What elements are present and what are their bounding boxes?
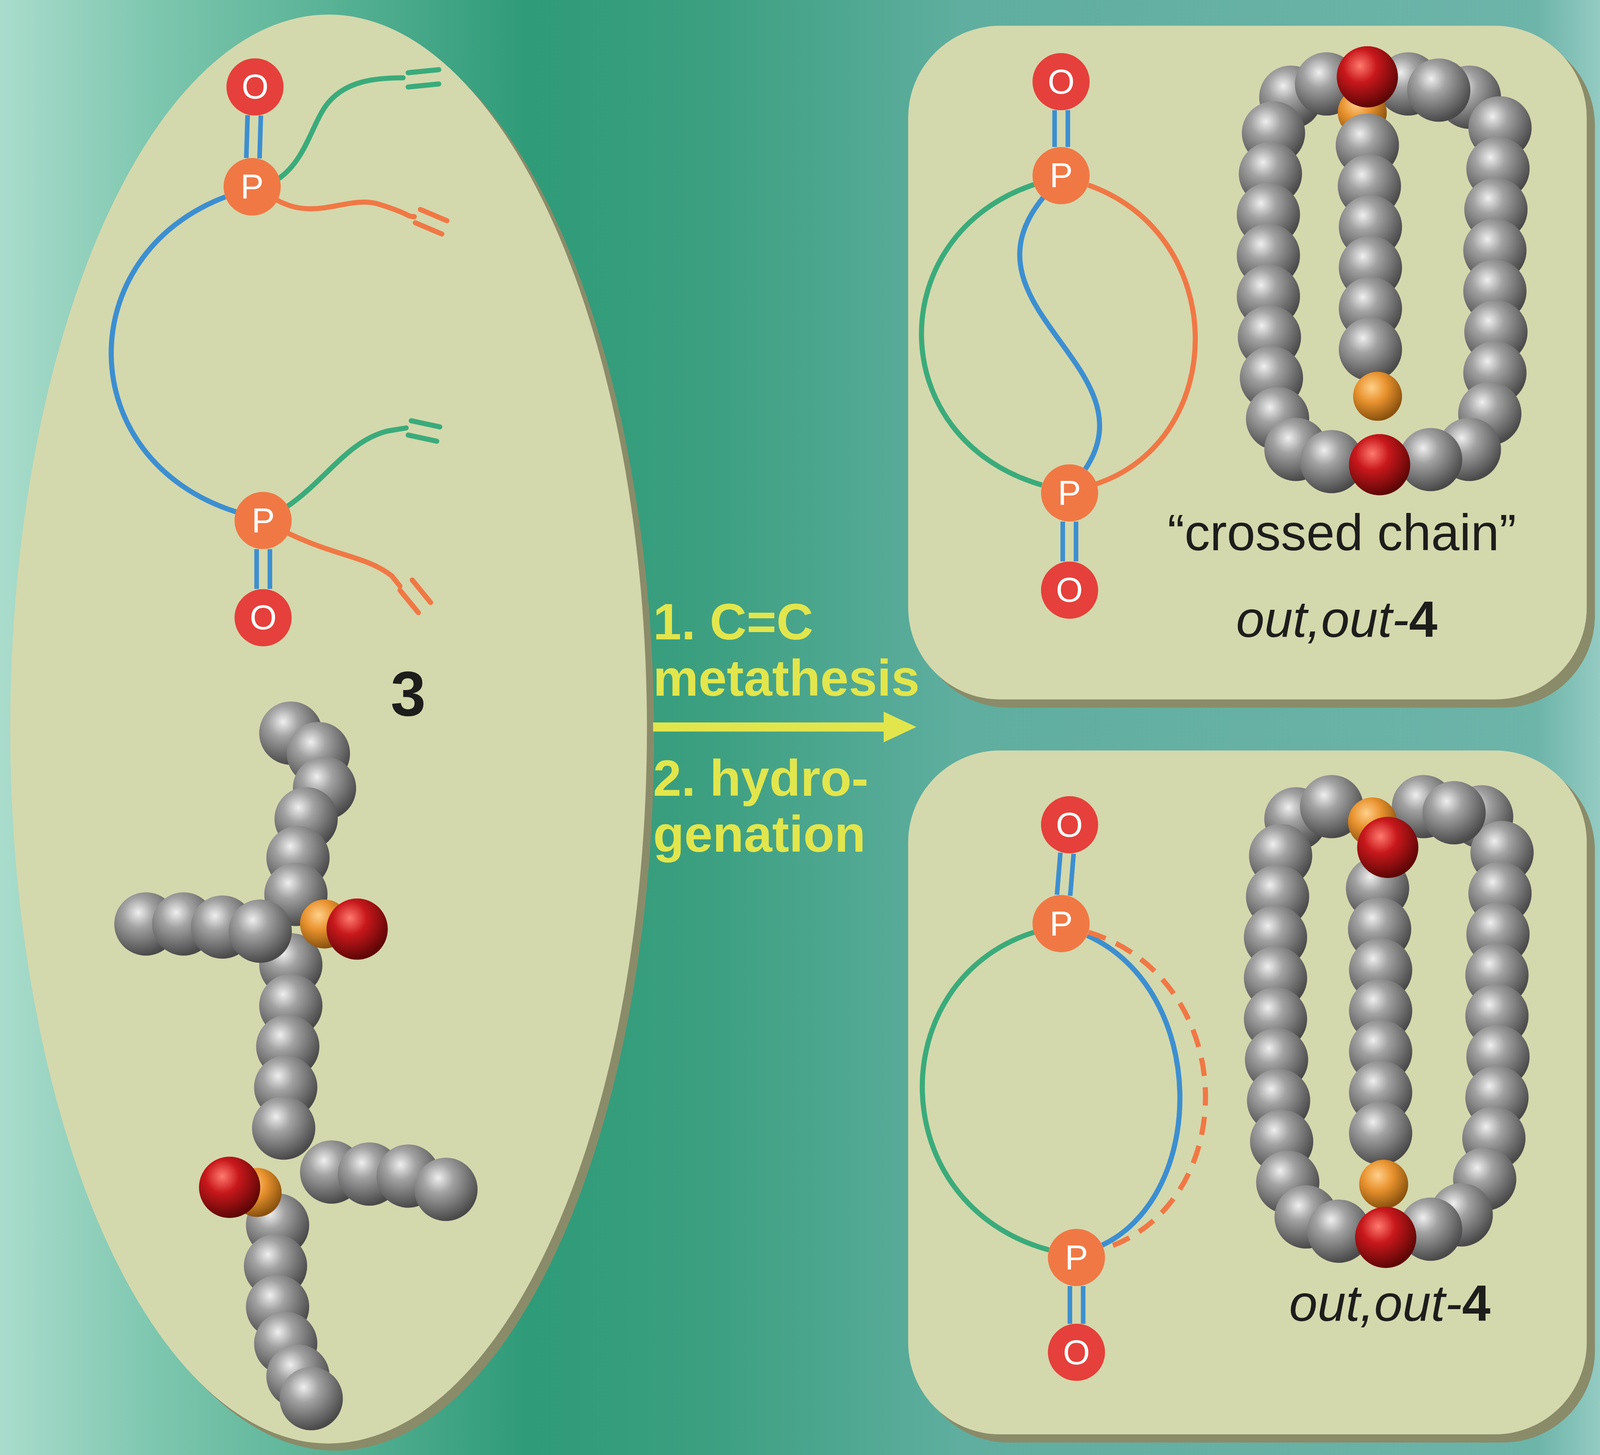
bond-line bbox=[1073, 521, 1079, 562]
chain-line bbox=[1088, 185, 1195, 485]
carbon-chain bbox=[111, 196, 237, 512]
phosphorus-atom: P bbox=[1032, 147, 1090, 205]
atom-symbol: O bbox=[1056, 807, 1084, 843]
panel-ground bbox=[908, 750, 1587, 1434]
bond-line bbox=[1052, 110, 1057, 148]
product-panel: “crossed chain” out,out-4 O P P O bbox=[908, 25, 1587, 700]
atom-symbol: O bbox=[241, 69, 269, 105]
bond-line bbox=[254, 548, 259, 589]
double-bond bbox=[412, 579, 431, 602]
double-bond bbox=[1062, 521, 1077, 562]
atom-symbol: P bbox=[240, 169, 264, 205]
oxygen-atom bbox=[1336, 46, 1398, 108]
bond-line bbox=[1067, 1285, 1073, 1324]
chain-line bbox=[1019, 197, 1100, 470]
panel-ground bbox=[10, 14, 647, 1444]
caption-text: out,out-4 bbox=[1235, 591, 1438, 648]
oxygen-atom bbox=[1356, 816, 1419, 878]
compound-number: 4 bbox=[1409, 590, 1438, 648]
carbon-atom bbox=[1338, 317, 1402, 381]
double-bond bbox=[1069, 1285, 1084, 1324]
arrow-head bbox=[883, 711, 917, 743]
carbon-atom bbox=[279, 1366, 343, 1430]
carbon-atom bbox=[1407, 58, 1471, 122]
double-bond bbox=[1056, 852, 1074, 896]
reaction-condition: 1. C=C metathesis bbox=[652, 593, 937, 707]
oxygen-atom bbox=[326, 898, 388, 960]
phosphorus-atom bbox=[1352, 371, 1402, 421]
double-bond bbox=[400, 590, 419, 613]
caption-text: “crossed chain” bbox=[1167, 504, 1517, 562]
oxygen-atom bbox=[1348, 433, 1411, 495]
atom-symbol: P bbox=[251, 503, 275, 538]
compound-panel: 3 O P P O bbox=[10, 15, 648, 1445]
carbon-chain bbox=[1088, 185, 1195, 485]
bond-line bbox=[1065, 110, 1071, 148]
phosphorus-atom bbox=[1358, 1159, 1408, 1209]
carbon-atom bbox=[1422, 780, 1486, 845]
carbon-chain bbox=[922, 932, 1050, 1250]
chain bbox=[273, 77, 404, 182]
phosphorus-atom: P bbox=[1032, 894, 1090, 952]
bond-line bbox=[1070, 853, 1074, 896]
atom-symbol: P bbox=[1064, 1239, 1088, 1275]
double-bond bbox=[415, 222, 442, 235]
double-bond bbox=[420, 209, 447, 221]
carbon-atom bbox=[414, 1157, 478, 1221]
chain bbox=[285, 427, 406, 508]
carbon-atom bbox=[251, 1096, 316, 1160]
carbon-atom bbox=[1348, 1101, 1413, 1165]
atom-symbol: P bbox=[1049, 906, 1073, 941]
carbon-chain bbox=[1088, 932, 1206, 1249]
compound-number: 4 bbox=[1462, 1274, 1491, 1332]
oxygen-atom bbox=[198, 1156, 261, 1218]
oxygen-atom: O bbox=[1041, 795, 1099, 854]
atom-symbol: O bbox=[1062, 1334, 1091, 1370]
bond-line bbox=[1080, 1285, 1086, 1324]
phosphorus-atom: P bbox=[1047, 1228, 1106, 1286]
atom-symbol: P bbox=[1049, 157, 1073, 193]
oxygen-atom bbox=[1354, 1206, 1417, 1268]
atom-symbol: O bbox=[249, 599, 278, 635]
phosphorus-atom: P bbox=[223, 157, 281, 216]
carbon-chain bbox=[1019, 197, 1100, 470]
panel-ground bbox=[908, 25, 1587, 700]
oxygen-atom: O bbox=[226, 58, 284, 116]
atom-symbol: O bbox=[1056, 572, 1084, 608]
reaction-arrow bbox=[652, 722, 890, 732]
oxygen-atom: O bbox=[1041, 561, 1099, 619]
chain-line bbox=[1088, 932, 1206, 1249]
double-bond bbox=[1054, 110, 1069, 148]
oxygen-atom: O bbox=[1047, 1323, 1106, 1381]
phosphorus-atom: P bbox=[1041, 464, 1099, 522]
bond-line bbox=[1056, 852, 1061, 895]
double-bond bbox=[256, 548, 271, 589]
atom-symbol: P bbox=[1057, 475, 1081, 511]
bond-line bbox=[259, 115, 261, 159]
double-bond bbox=[411, 420, 440, 427]
reaction-condition: 2. hydro- genation bbox=[652, 750, 937, 863]
chain bbox=[275, 199, 415, 217]
oxygen-atom: O bbox=[234, 588, 292, 647]
double-bond bbox=[408, 83, 440, 88]
oxygen-atom: O bbox=[1032, 53, 1090, 111]
chain-line bbox=[111, 196, 237, 512]
bond-line bbox=[267, 548, 273, 589]
bond-line bbox=[246, 115, 248, 158]
double-bond bbox=[246, 115, 261, 159]
chain-line bbox=[922, 932, 1050, 1250]
atom-symbol: O bbox=[1047, 64, 1076, 100]
double-bond bbox=[408, 435, 438, 442]
double-bond bbox=[408, 69, 440, 73]
phosphorus-atom: P bbox=[234, 491, 292, 549]
bond-line bbox=[1060, 521, 1065, 562]
carbon-atom bbox=[228, 899, 292, 963]
caption-text: out,out-4 bbox=[1288, 1275, 1491, 1332]
compound-number: 3 bbox=[390, 659, 426, 729]
chain bbox=[287, 533, 400, 587]
product-panel: out,out-4OPPO bbox=[908, 750, 1587, 1434]
